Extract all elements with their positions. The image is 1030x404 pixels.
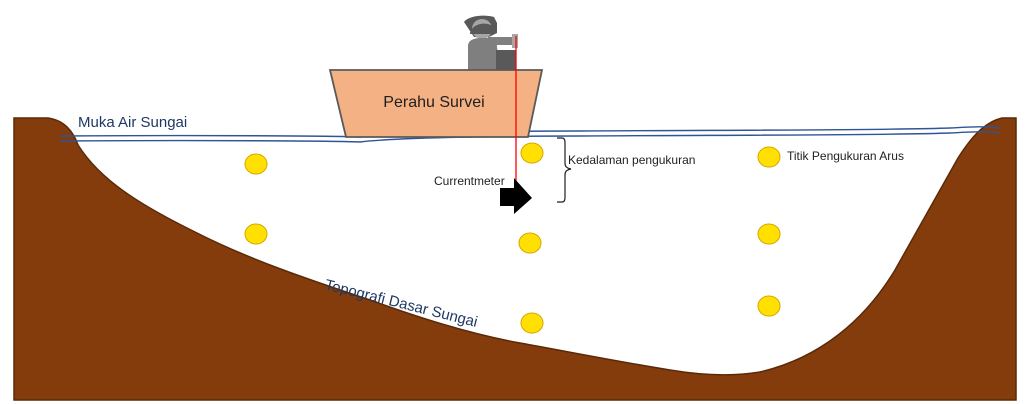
measurement-point [757, 223, 781, 245]
measurement-point [520, 142, 544, 164]
river-ground [13, 117, 1017, 401]
boat-label: Perahu Survei [383, 94, 484, 111]
measurement-point [757, 146, 781, 168]
measurement-point [757, 295, 781, 317]
measurement-point [244, 223, 268, 245]
survey-boat: Perahu Survei [328, 69, 544, 138]
current-meter-label: Currentmeter [434, 174, 505, 188]
water-surface [59, 126, 1001, 143]
arrow-right-icon [500, 178, 532, 214]
person-icon [464, 15, 518, 72]
measurement-depth-label: Kedalaman pengukuran [568, 153, 695, 167]
measurement-point [518, 232, 542, 254]
measurement-point [520, 312, 544, 334]
brace-icon [557, 137, 572, 203]
measurement-points-label: Titik Pengukuran Arus [787, 149, 904, 163]
surveyor [464, 15, 518, 72]
measurement-points [244, 142, 781, 334]
measurement-point [244, 153, 268, 175]
water-surface-label: Muka Air Sungai [78, 114, 187, 131]
